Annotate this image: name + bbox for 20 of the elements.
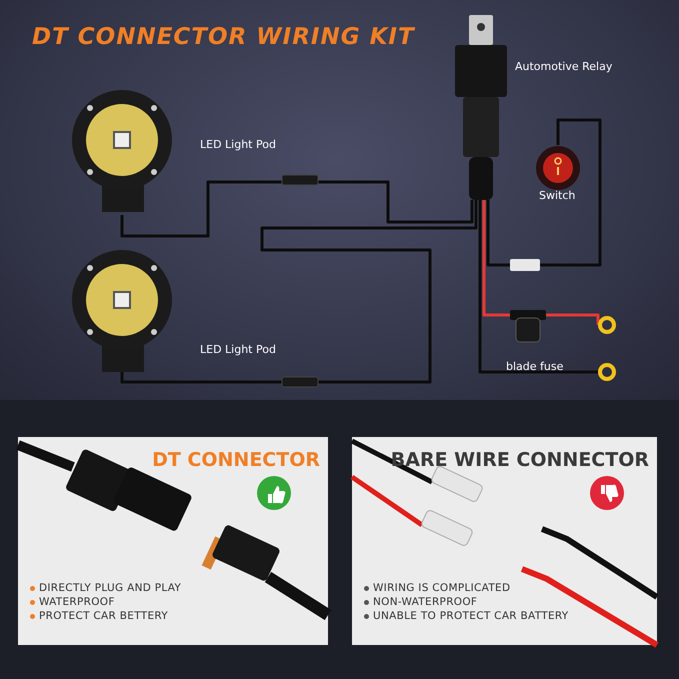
- title: DT CONNECTOR WIRING KIT: [32, 24, 415, 50]
- panel-heading: BARE WIRE CONNECTOR: [390, 449, 649, 471]
- bullet-item: WIRING IS COMPLICATED: [364, 582, 510, 594]
- component-label: Automotive Relay: [515, 60, 612, 73]
- wire: [486, 118, 602, 266]
- bullet-item: NON-WATERPROOF: [364, 596, 478, 608]
- bullet-item: WATERPROOF: [30, 596, 115, 608]
- bullet-item: PROTECT CAR BETTERY: [30, 610, 168, 622]
- wire: [478, 200, 598, 374]
- wire: [120, 180, 474, 238]
- component-label: Switch: [539, 189, 576, 202]
- component-label: blade fuse: [506, 360, 564, 373]
- wire: [482, 200, 510, 316]
- panel-heading: DT CONNECTOR: [152, 449, 320, 471]
- bullet-item: UNABLE TO PROTECT CAR BATTERY: [364, 610, 569, 622]
- wire: [546, 314, 600, 325]
- component-label: LED Light Pod: [200, 343, 276, 356]
- wire: [120, 200, 478, 384]
- bullet-item: DIRECTLY PLUG AND PLAY: [30, 582, 182, 594]
- component-label: LED Light Pod: [200, 138, 276, 151]
